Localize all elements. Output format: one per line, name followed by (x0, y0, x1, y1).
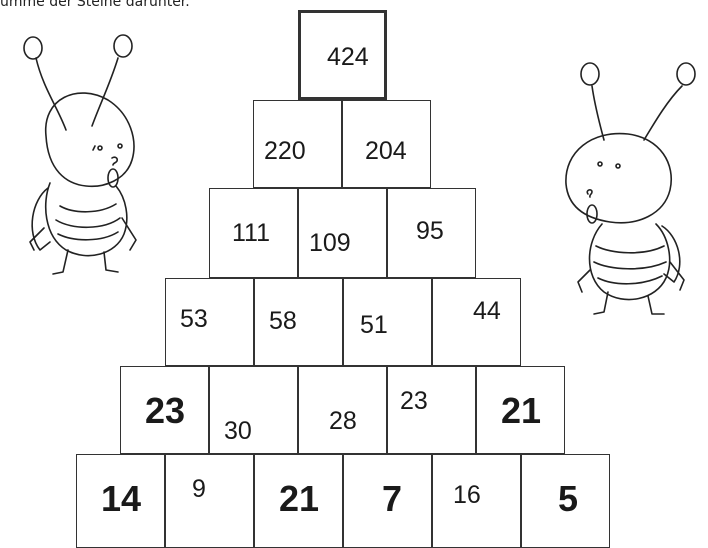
pyramid-cell-value: 14 (101, 481, 141, 517)
pyramid-cell-value: 16 (453, 483, 481, 508)
pyramid-cell-value: 424 (327, 45, 369, 70)
pyramid-cell-value: 28 (329, 409, 357, 434)
pyramid-cell: 16 (432, 454, 521, 548)
pyramid-cell-value: 109 (309, 231, 351, 256)
pyramid-cell-value: 111 (232, 221, 270, 246)
pyramid-cell-value: 5 (558, 481, 578, 517)
pyramid-cell: 44 (432, 278, 521, 366)
pyramid-cell: 5 (521, 454, 610, 548)
pyramid-cell-value: 9 (192, 477, 206, 502)
pyramid-cell-value: 44 (473, 299, 501, 324)
pyramid-cell: 7 (343, 454, 432, 548)
pyramid-cell-value: 204 (365, 139, 407, 164)
pyramid-cell: 58 (254, 278, 343, 366)
pyramid-cell-value: 95 (416, 219, 444, 244)
pyramid-cell: 21 (254, 454, 343, 548)
pyramid-cell-value: 220 (264, 139, 306, 164)
pyramid-cell: 424 (298, 10, 387, 100)
pyramid-cell-value: 7 (382, 481, 402, 517)
pyramid-cell: 109 (298, 188, 387, 278)
pyramid-cell-value: 51 (360, 313, 388, 338)
pyramid-cell-value: 53 (180, 307, 208, 332)
bug-illustration-right (552, 56, 702, 321)
pyramid-cell: 95 (387, 188, 476, 278)
pyramid-cell: 51 (343, 278, 432, 366)
pyramid-cell-value: 21 (279, 481, 319, 517)
pyramid-cell-value: 30 (224, 419, 252, 444)
bug-illustration-left (8, 28, 158, 278)
pyramid-cell-value: 58 (269, 309, 297, 334)
pyramid-cell: 23 (387, 366, 476, 454)
pyramid-cell: 28 (298, 366, 387, 454)
pyramid-cell-value: 21 (501, 393, 541, 429)
pyramid-cell: 9 (165, 454, 254, 548)
pyramid-cell-value: 23 (400, 389, 428, 414)
pyramid-cell: 53 (165, 278, 254, 366)
pyramid-cell-value: 23 (145, 393, 185, 429)
pyramid-cell: 220 (253, 100, 342, 188)
pyramid-cell: 30 (209, 366, 298, 454)
pyramid-cell: 14 (76, 454, 165, 548)
pyramid-cell: 23 (120, 366, 209, 454)
pyramid-cell: 21 (476, 366, 565, 454)
pyramid-cell: 111 (209, 188, 298, 278)
pyramid-cell: 204 (342, 100, 431, 188)
